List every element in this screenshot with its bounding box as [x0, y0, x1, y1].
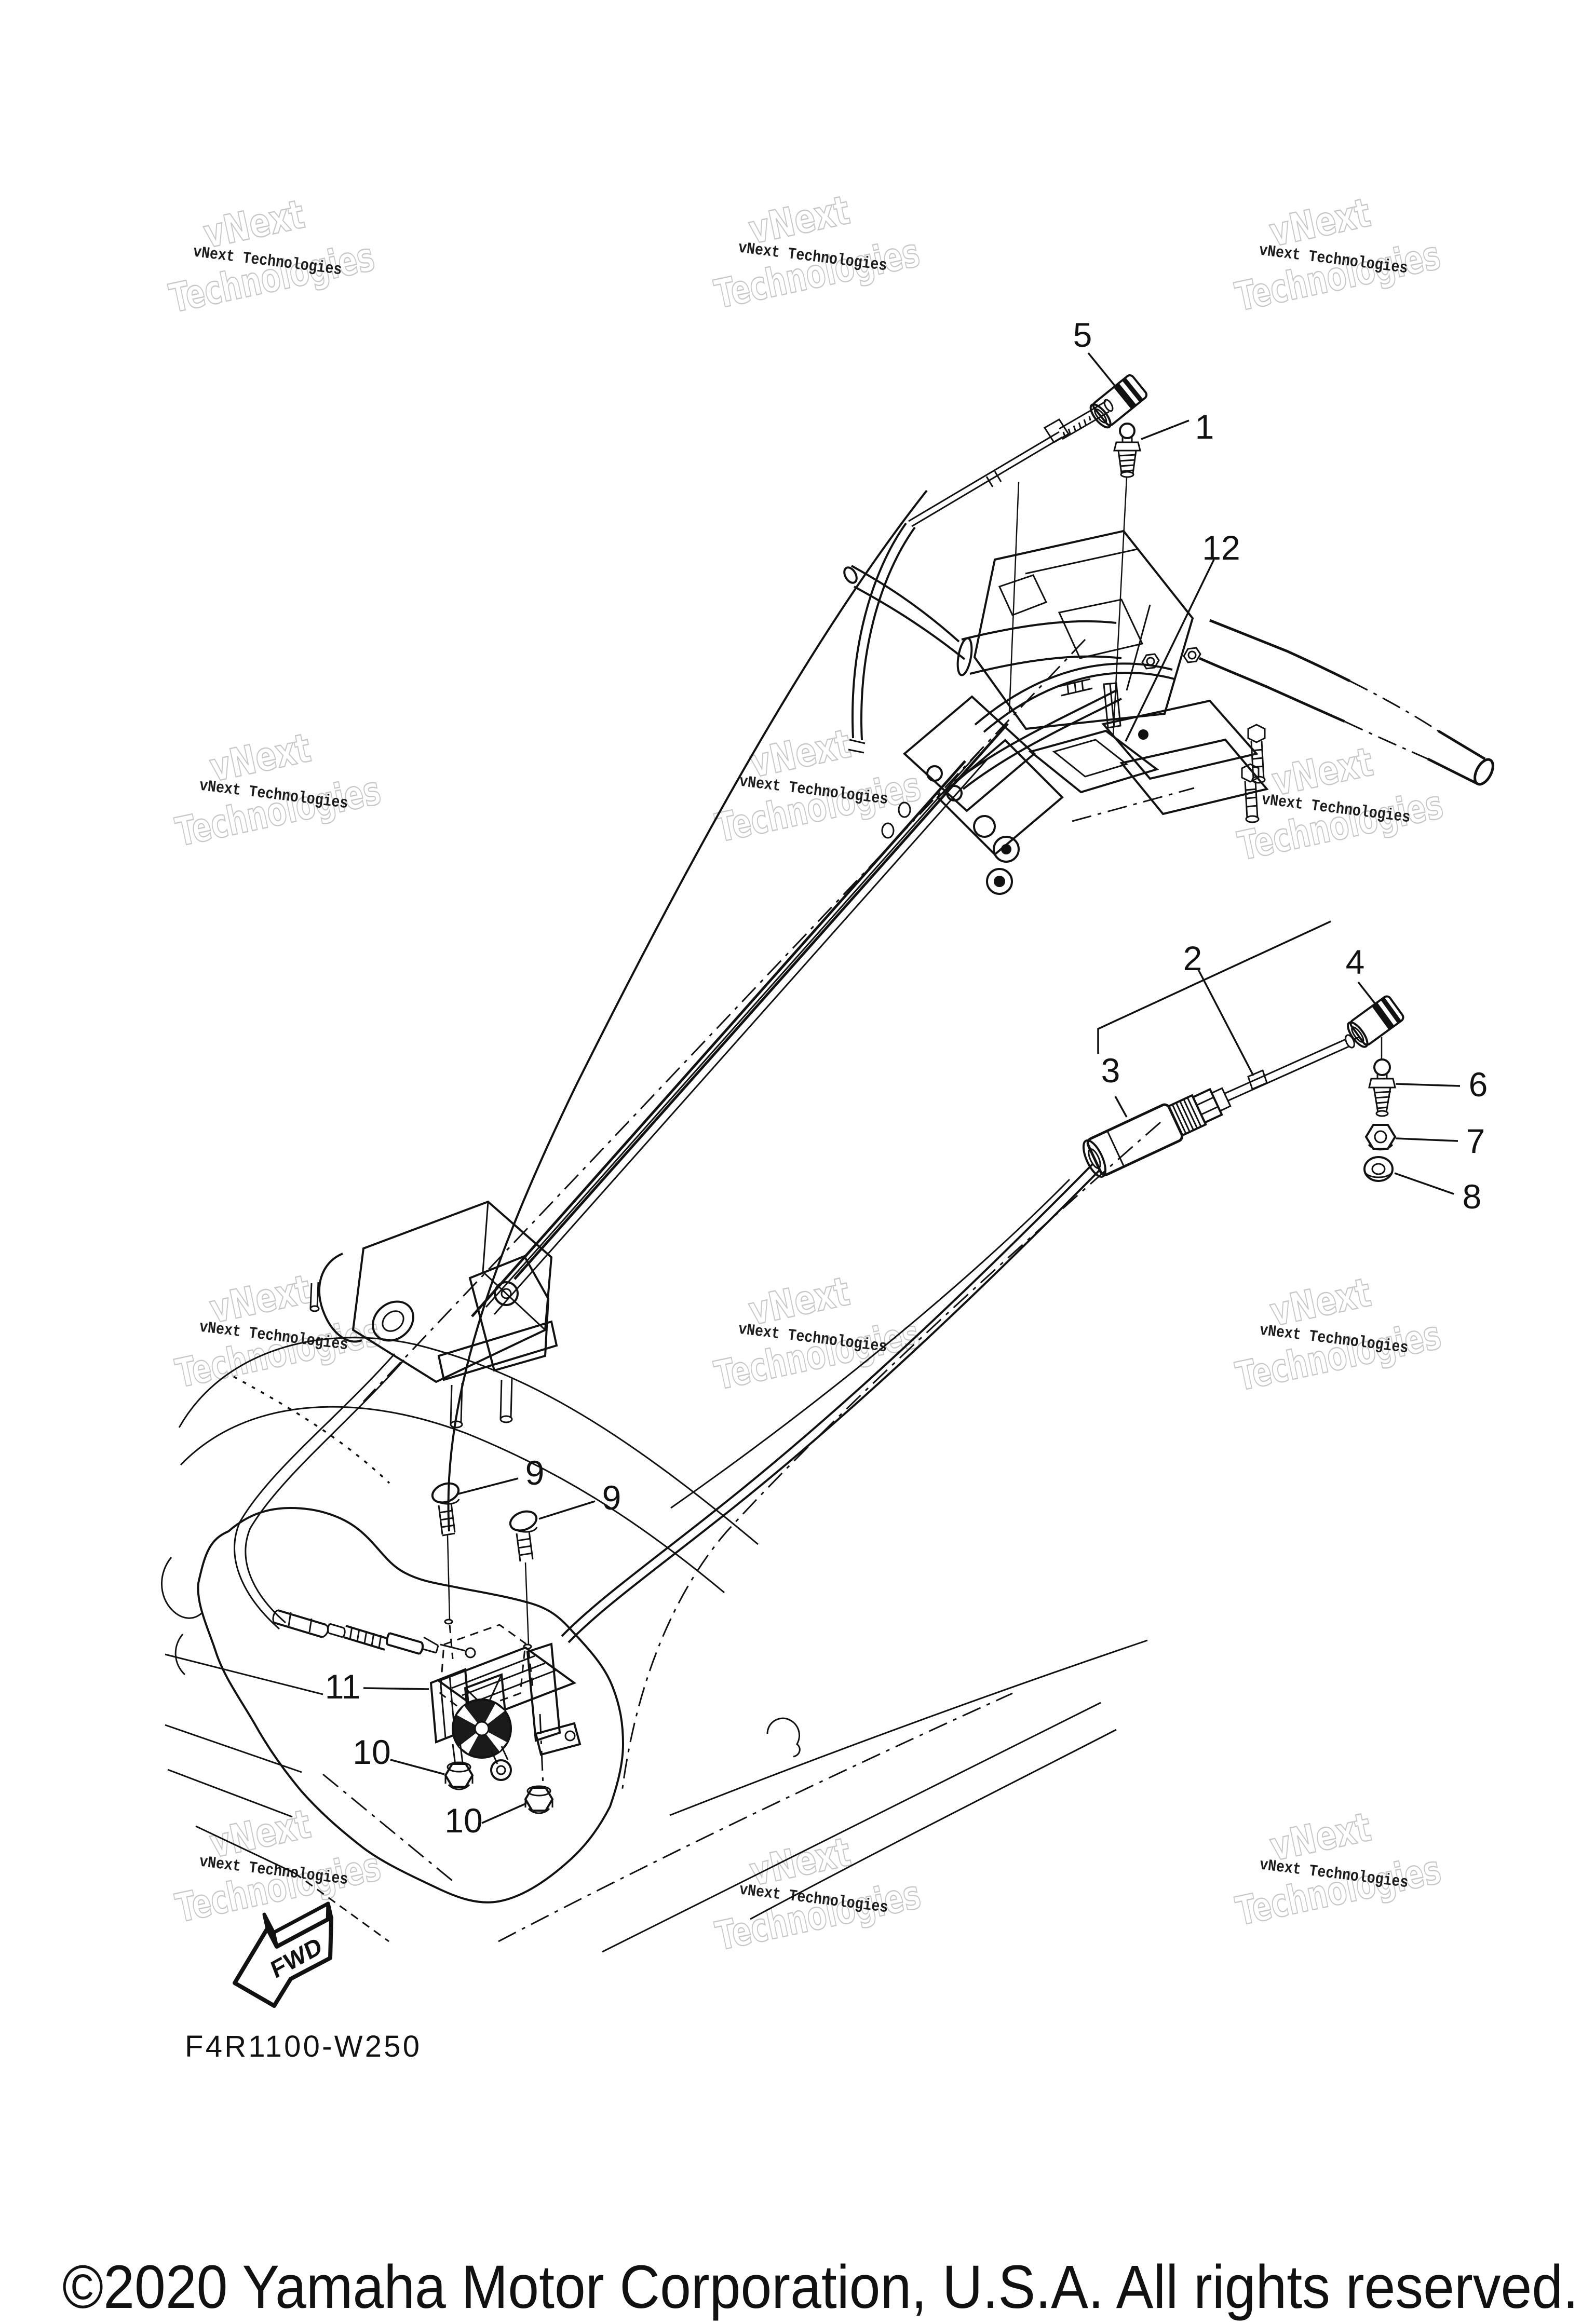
throttle-cable-upper-drawing — [848, 374, 1148, 754]
fwd-arrow: FWD — [233, 1901, 333, 2008]
callout-12-leader — [1125, 559, 1215, 742]
callout-6: 6 — [1469, 1065, 1488, 1104]
callout-9a-leader — [457, 1477, 519, 1495]
callout-9b: 9 — [602, 1478, 621, 1517]
watermark-cluster: vNext Technologies vNext Technologies — [171, 724, 385, 855]
watermark-cluster: vNext Technologies vNext Technologies — [171, 1265, 385, 1397]
callout-1-leader — [1141, 419, 1190, 440]
watermark-cluster: vNext Technologies vNext Technologies — [710, 1267, 924, 1399]
callout-8: 8 — [1463, 1177, 1482, 1216]
callout-3: 3 — [1101, 1051, 1120, 1090]
callout-11-leader — [363, 1687, 429, 1690]
callout-10b-leader — [481, 1802, 527, 1824]
callout-7-leader — [1395, 1137, 1458, 1142]
callout-11: 11 — [325, 1667, 361, 1706]
callout-10b: 10 — [444, 1801, 482, 1840]
callout-7: 7 — [1466, 1122, 1485, 1160]
steering-column-drawing — [234, 638, 1086, 1630]
callout-9a: 9 — [525, 1453, 545, 1492]
watermark-cluster: vNext Technologies vNext Technologies — [165, 190, 379, 322]
callout-8-leader — [1394, 1172, 1454, 1195]
callout-2-3-bracket — [1097, 920, 1331, 1054]
callout-9b-leader — [538, 1500, 596, 1520]
callout-layer: 5 1 12 2 4 3 6 7 8 9 9 11 10 10 — [325, 316, 1488, 1840]
callout-3-leader — [1114, 1096, 1128, 1118]
callout-5-leader — [1087, 352, 1116, 387]
callout-4-leader — [1357, 981, 1376, 1005]
callout-6-leader — [1395, 1083, 1461, 1087]
callout-1: 1 — [1195, 407, 1214, 446]
watermark-cluster: vNext Technologies vNext Technologies — [710, 186, 924, 318]
watermark-cluster: vNext Technologies vNext Technologies — [711, 1828, 925, 1960]
copyright-text: ©2020 Yamaha Motor Corporation, U.S.A. A… — [62, 2253, 1578, 2321]
callout-2-leader — [1197, 969, 1254, 1076]
handlebar-drawing — [843, 529, 1494, 823]
callout-5: 5 — [1073, 316, 1092, 354]
watermark-cluster: vNext Technologies vNext Technologies — [1231, 188, 1445, 320]
steering-cable-assembly-drawing — [561, 995, 1404, 1643]
watermark-cluster: vNext Technologies vNext Technologies — [1232, 1803, 1445, 1935]
hull-drawing — [161, 490, 1161, 1953]
cable-bracket-mechanism-drawing — [272, 1482, 582, 1814]
watermark-cluster: vNext Technologies vNext Technologies — [711, 719, 925, 851]
watermark-cluster: vNext Technologies vNext Technologies — [1232, 1268, 1445, 1400]
callout-10a-leader — [390, 1759, 445, 1775]
callout-2: 2 — [1183, 939, 1202, 977]
part-code: F4R1100-W250 — [185, 2030, 420, 2063]
callout-12: 12 — [1202, 528, 1240, 567]
callout-10a: 10 — [353, 1733, 390, 1771]
callout-4: 4 — [1346, 943, 1365, 981]
